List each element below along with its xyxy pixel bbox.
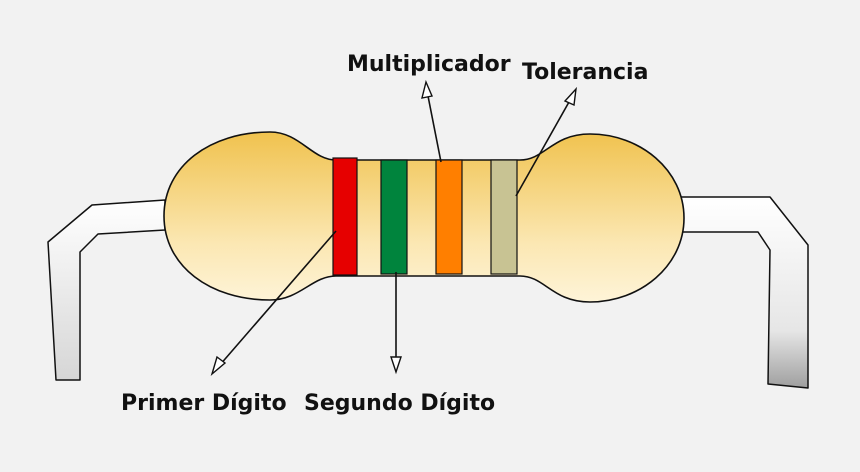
second-digit-band <box>380 159 408 275</box>
multiplier-arrow <box>421 79 442 163</box>
first-digit-arrow <box>210 230 337 377</box>
second-digit-label: Segundo Dígito <box>304 391 495 416</box>
multiplier-band <box>435 159 463 275</box>
left-lead <box>47 199 166 381</box>
right-lead <box>675 196 809 389</box>
tolerance-label: Tolerancia <box>522 60 648 85</box>
second-digit-arrow <box>390 272 402 375</box>
multiplier-label: Multiplicador <box>347 52 511 77</box>
first-digit-label: Primer Dígito <box>121 391 287 416</box>
resistor-body <box>163 131 685 303</box>
tolerance-band <box>490 159 518 275</box>
first-digit-band <box>332 157 358 276</box>
tolerance-arrow <box>515 86 577 197</box>
